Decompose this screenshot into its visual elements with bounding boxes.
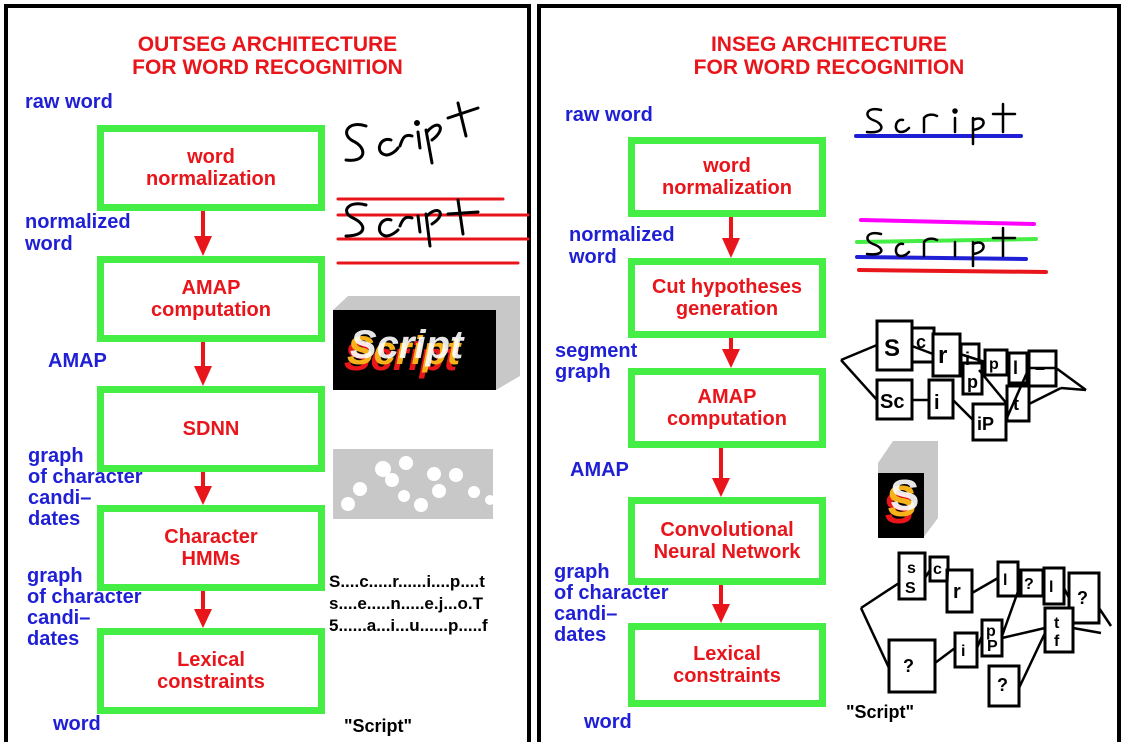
label-graph-candidates: graph of character candi– dates bbox=[28, 445, 143, 530]
candidate-line-1: S....c.....r......i....p....t bbox=[329, 572, 485, 591]
box-amap-computation: AMAP computation bbox=[628, 368, 826, 448]
box-lexical-constraints: Lexical constraints bbox=[628, 623, 826, 707]
label-word-output: word bbox=[584, 711, 632, 733]
char-p: p bbox=[986, 623, 996, 640]
candidate-line-2: s....e.....n.....e.j...o.T bbox=[329, 594, 483, 613]
box-amap-computation: AMAP computation bbox=[97, 256, 325, 342]
char-c: c bbox=[933, 561, 942, 578]
segment-S: S bbox=[884, 335, 900, 362]
char-q3: ? bbox=[903, 656, 914, 676]
char-t: t bbox=[1054, 615, 1060, 632]
svg-text:S: S bbox=[890, 471, 919, 520]
char-r: r bbox=[953, 581, 961, 603]
svg-text:Script: Script bbox=[350, 323, 465, 367]
svg-text:Script: Script bbox=[347, 329, 462, 373]
segment-t: t bbox=[1013, 394, 1019, 414]
char-f: f bbox=[1054, 633, 1060, 650]
box-character-hmms: Character HMMs bbox=[97, 505, 325, 591]
box-sdnn: SDNN bbox=[97, 386, 325, 472]
label-normalized-word: normalized word bbox=[25, 211, 131, 255]
outseg-sdnn-image bbox=[333, 449, 495, 519]
inseg-title-line2: FOR WORD RECOGNITION bbox=[693, 56, 965, 79]
label-raw-word: raw word bbox=[565, 104, 653, 126]
inseg-panel: INSEG ARCHITECTURE FOR WORD RECOGNITION … bbox=[537, 4, 1121, 742]
label-raw-word: raw word bbox=[25, 91, 113, 113]
label-amap: AMAP bbox=[48, 350, 107, 372]
label-amap: AMAP bbox=[570, 459, 629, 481]
outseg-arrows: Script Script Script bbox=[194, 101, 530, 628]
char-l: l bbox=[1003, 572, 1007, 589]
result-word: "Script" bbox=[344, 716, 413, 736]
segment-ip: iP bbox=[977, 414, 994, 434]
box-word-normalization: word normalization bbox=[97, 125, 325, 211]
label-graph-candidates-2: graph of character candi– dates bbox=[27, 565, 142, 650]
outseg-title-line1: OUTSEG ARCHITECTURE bbox=[137, 33, 398, 56]
inseg-graphics: S c r i p l – Sc i p iP t S S S bbox=[712, 102, 1113, 708]
inseg-title-line1: INSEG ARCHITECTURE bbox=[710, 33, 948, 56]
inseg-amap-image: S S S bbox=[878, 441, 938, 538]
label-graph-candidates: graph of character candi– dates bbox=[554, 561, 669, 646]
char-S: S bbox=[905, 580, 916, 597]
inseg-char-graph bbox=[887, 551, 1101, 708]
candidate-line-3: 5......a...i...u......p.....f bbox=[329, 616, 488, 635]
char-q2: ? bbox=[1077, 588, 1088, 608]
char-l2: l bbox=[1049, 579, 1053, 596]
char-q4: ? bbox=[997, 675, 1008, 695]
outseg-title: OUTSEG ARCHITECTURE FOR WORD RECOGNITION bbox=[8, 33, 527, 79]
outseg-title-line2: FOR WORD RECOGNITION bbox=[132, 56, 403, 79]
panel-divider bbox=[531, 4, 537, 742]
outseg-raw-handwriting bbox=[344, 101, 480, 165]
inseg-normalized-word bbox=[855, 218, 1048, 274]
char-i: i bbox=[961, 643, 965, 660]
outseg-amap-image: Script Script Script bbox=[333, 296, 520, 390]
result-word: "Script" bbox=[846, 702, 915, 722]
segment-p: p bbox=[989, 356, 999, 373]
char-q1: ? bbox=[1024, 576, 1034, 593]
label-segment-graph: segment graph bbox=[555, 340, 638, 383]
segment-l: l bbox=[1013, 358, 1018, 378]
box-convolutional-network: Convolutional Neural Network bbox=[628, 497, 826, 585]
inseg-raw-word bbox=[854, 102, 1023, 146]
char-s: s bbox=[907, 560, 916, 577]
inseg-title: INSEG ARCHITECTURE FOR WORD RECOGNITION bbox=[541, 33, 1117, 79]
segment-i2: i bbox=[934, 392, 940, 414]
inseg-flow-arrows bbox=[712, 217, 740, 623]
svg-text:Script: Script bbox=[344, 335, 459, 379]
svg-text:S: S bbox=[884, 484, 913, 533]
segment-i: i bbox=[965, 349, 970, 369]
box-lexical-constraints: Lexical constraints bbox=[97, 628, 325, 714]
outseg-flow-arrows bbox=[194, 211, 212, 628]
svg-text:S: S bbox=[887, 477, 916, 526]
segment-r: r bbox=[938, 342, 947, 369]
inseg-segment-edges bbox=[840, 343, 1087, 421]
box-word-normalization: word normalization bbox=[628, 137, 826, 217]
candidate-list: S....c.....r......i....p....t s....e....… bbox=[329, 571, 488, 637]
outseg-panel: OUTSEG ARCHITECTURE FOR WORD RECOGNITION… bbox=[4, 4, 531, 742]
label-word-output: word bbox=[53, 713, 101, 735]
outseg-normalized-word bbox=[336, 197, 530, 265]
inseg-char-edges bbox=[859, 567, 1113, 689]
label-normalized-word: normalized word bbox=[569, 224, 675, 268]
segment-p2: p bbox=[967, 372, 978, 392]
segment-Sc: Sc bbox=[880, 391, 904, 413]
segment-c: c bbox=[916, 332, 926, 352]
box-cut-hypotheses: Cut hypotheses generation bbox=[628, 258, 826, 338]
char-P: P bbox=[987, 638, 998, 655]
segment-dash: – bbox=[1035, 358, 1045, 378]
